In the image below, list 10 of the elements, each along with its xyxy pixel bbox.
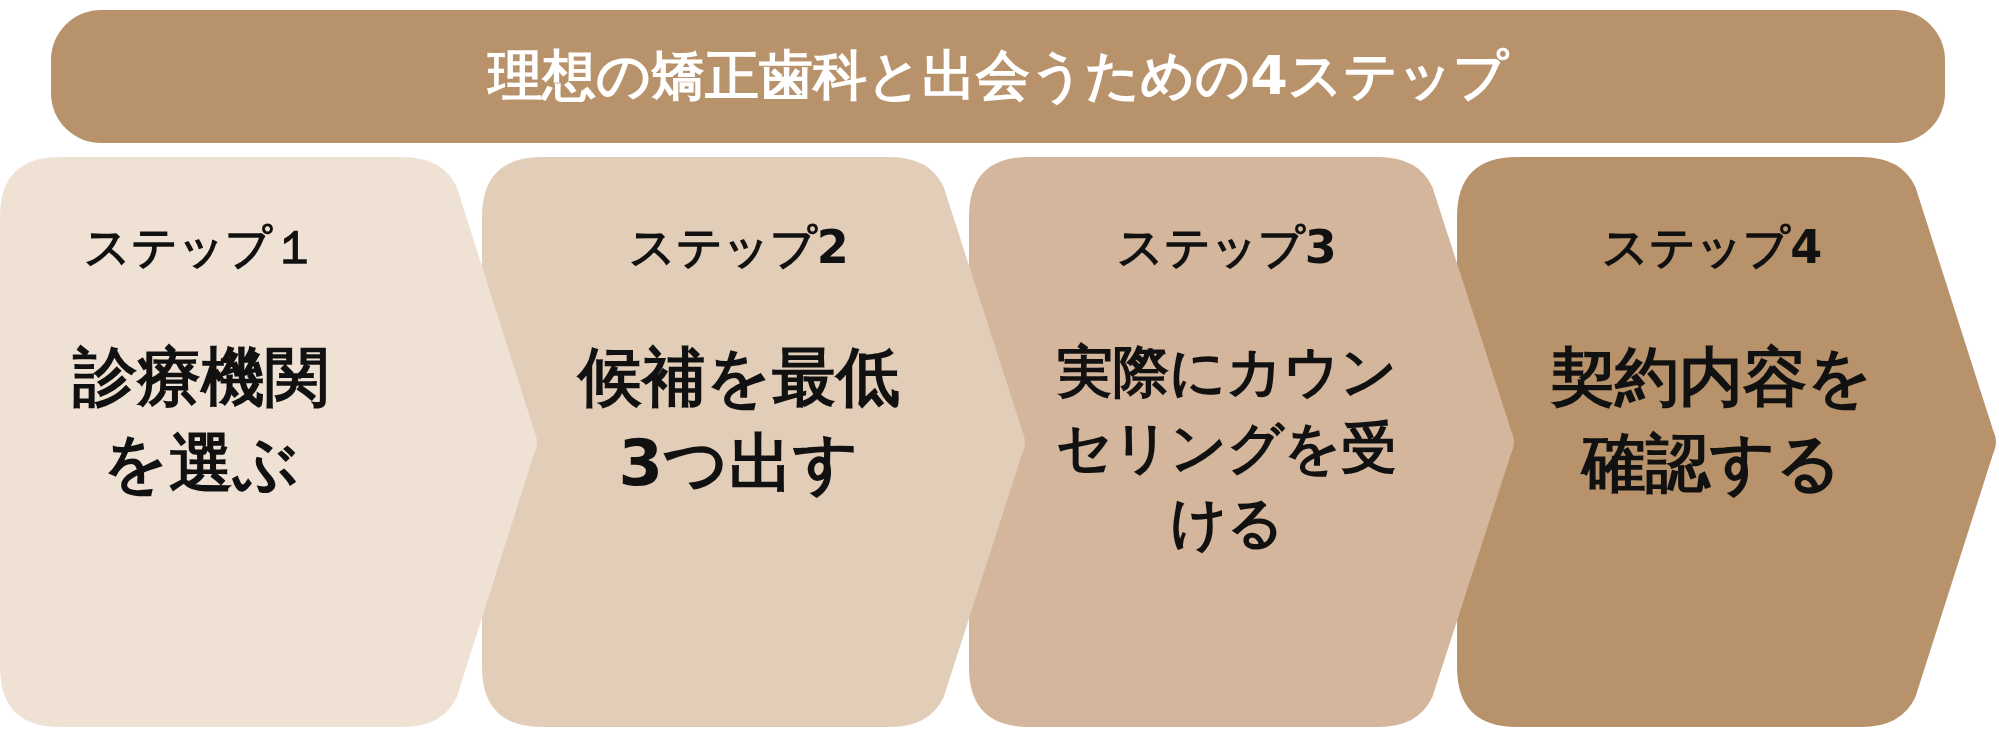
step-heading: ステップ１: [84, 219, 319, 276]
title: 理想の矯正歯科と出会うための4ステップ: [488, 43, 1508, 109]
step-heading: ステップ4: [1602, 219, 1823, 276]
title-banner: [51, 10, 1945, 143]
step-heading: ステップ3: [1116, 219, 1337, 276]
step-description: 実際にカウンセリングを受ける: [1055, 338, 1399, 558]
step-heading: ステップ2: [628, 219, 849, 276]
step-description: 診療機関を選ぶ: [71, 339, 331, 503]
step-description: 契約内容を確認する: [1550, 339, 1875, 503]
step-description: 候補を最低3つ出す: [575, 339, 901, 503]
